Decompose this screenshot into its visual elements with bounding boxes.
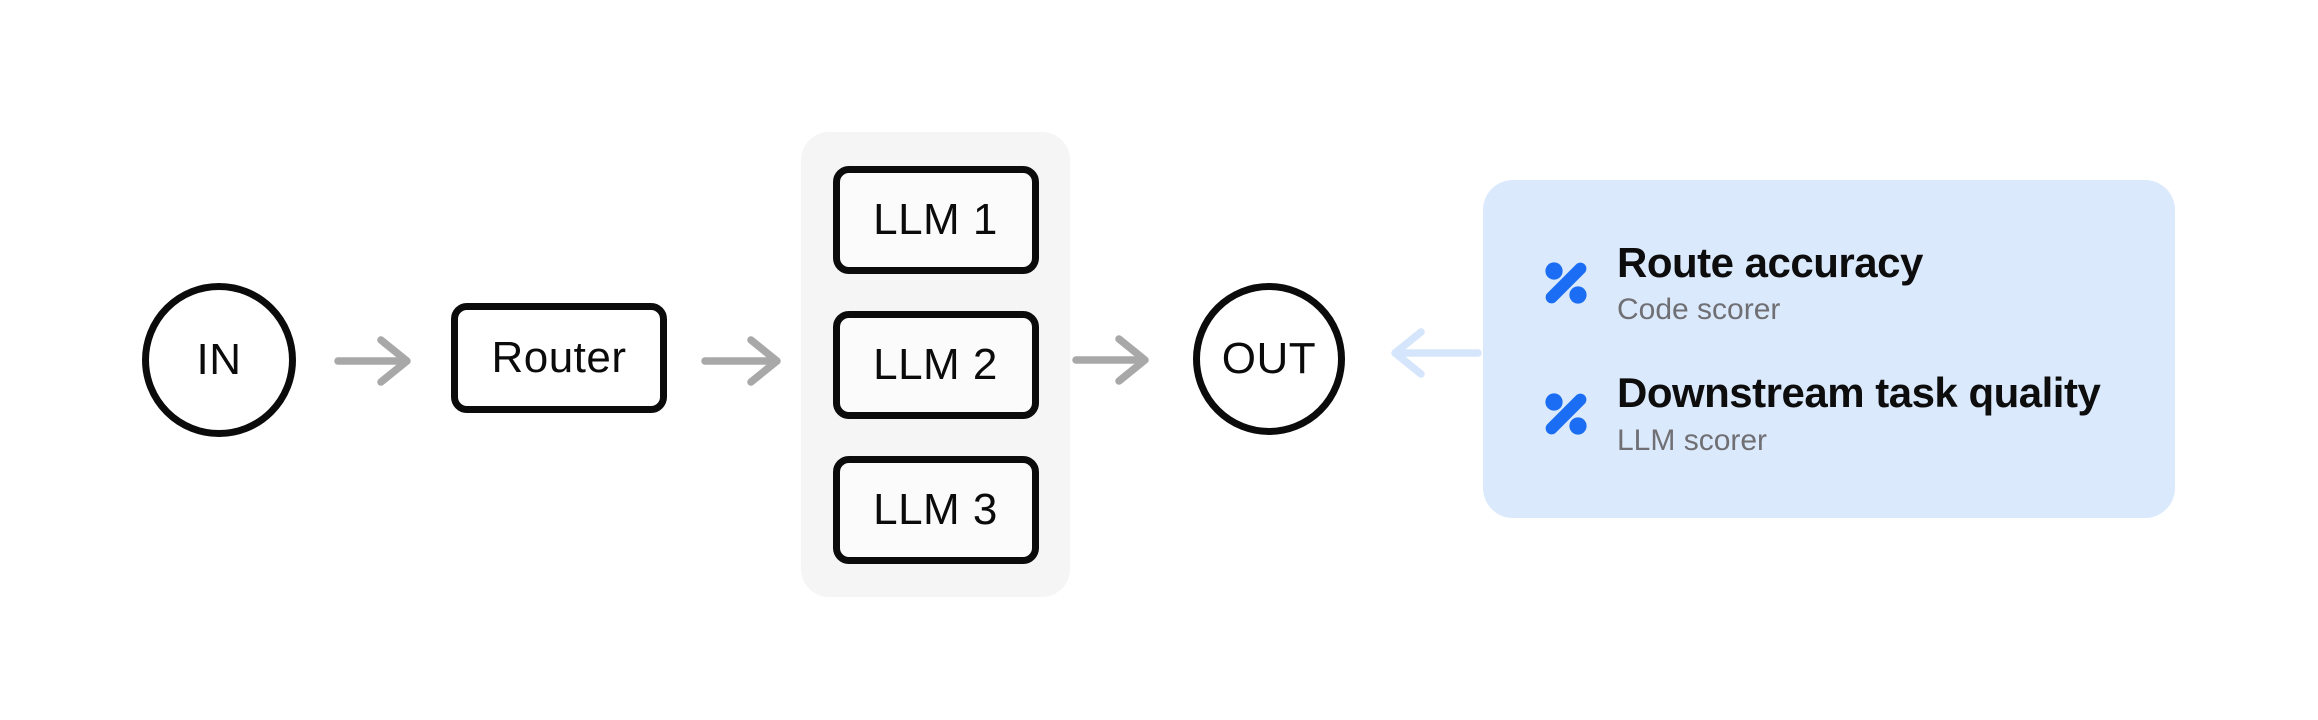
scorer-item-text: Downstream task quality LLM scorer	[1617, 368, 2101, 458]
arrow-router-to-llms-icon	[701, 336, 781, 386]
scorer-subtitle: Code scorer	[1617, 293, 1781, 327]
scorers-callout: Route accuracy Code scorer Downstream ta…	[1483, 180, 2175, 518]
node-router: Router	[451, 303, 667, 413]
arrow-llms-to-out-icon	[1072, 335, 1149, 385]
scorer-item-text: Route accuracy Code scorer	[1617, 238, 1923, 328]
scorer-title: Downstream task quality	[1617, 369, 2101, 417]
llm-group: LLM 1 LLM 2 LLM 3	[801, 132, 1070, 597]
node-llm-2: LLM 2	[832, 310, 1039, 419]
arrow-callout-to-out-icon	[1391, 328, 1482, 378]
node-llm-1-label: LLM 1	[873, 194, 998, 244]
arrow-in-to-router-icon	[334, 336, 411, 386]
node-in: IN	[142, 283, 296, 437]
node-router-label: Router	[491, 333, 627, 382]
percent-icon	[1545, 392, 1587, 435]
node-llm-3-label: LLM 3	[873, 484, 998, 534]
scorer-title: Route accuracy	[1617, 239, 1923, 286]
node-out-label: OUT	[1221, 334, 1317, 383]
node-llm-3: LLM 3	[832, 455, 1039, 564]
node-llm-2-label: LLM 2	[873, 339, 998, 389]
node-out: OUT	[1193, 283, 1345, 435]
scorer-subtitle: LLM scorer	[1617, 423, 1768, 457]
node-llm-1: LLM 1	[832, 165, 1039, 274]
scorer-item-route-accuracy: Route accuracy Code scorer	[1543, 238, 2125, 328]
percent-icon	[1545, 262, 1587, 304]
scorer-item-downstream-quality: Downstream task quality LLM scorer	[1543, 368, 2125, 458]
node-in-label: IN	[196, 335, 242, 384]
